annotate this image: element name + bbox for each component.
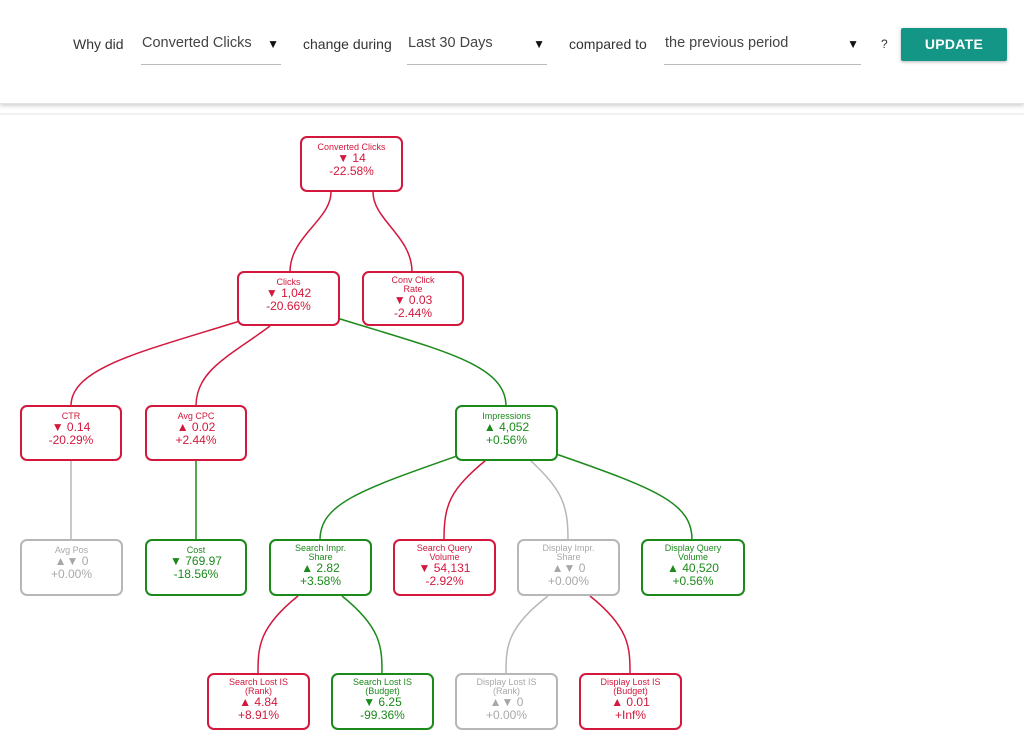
compared-to-label: compared to [569, 36, 647, 52]
node-converted-clicks[interactable]: Converted Clicks ▼ 14 -22.58% [300, 136, 403, 192]
node-percent: +0.56% [485, 433, 528, 447]
node-name: Display Query Volume [664, 543, 722, 562]
node-impressions[interactable]: Impressions ▲ 4,052 +0.56% [455, 405, 558, 461]
node-change: ▼ 0.14 [51, 420, 91, 434]
connector-converted-clicks-to-clicks [289, 191, 332, 273]
node-percent: +0.00% [547, 574, 590, 588]
node-name: Cost [186, 545, 206, 555]
node-name: CTR [61, 411, 81, 421]
divider [0, 113, 1024, 115]
node-name: Clicks [276, 277, 301, 287]
help-icon[interactable]: ? [881, 37, 888, 51]
node-change: ▼ 1,042 [265, 286, 312, 300]
period-select[interactable]: Last 30 Days ▼ [407, 28, 547, 65]
node-change: ▼ 54,131 [418, 561, 471, 575]
node-name: Display Lost IS (Rank) [476, 677, 537, 696]
node-percent: -18.56% [173, 567, 219, 581]
node-clicks[interactable]: Clicks ▼ 1,042 -20.66% [237, 271, 340, 326]
connector-converted-clicks-to-conv-click-rate [372, 191, 413, 273]
node-percent: +2.44% [175, 433, 217, 447]
connector-impressions-to-search-query-volume [443, 459, 487, 541]
node-change: ▲ 2.82 [301, 561, 340, 575]
node-change: ▲▼ 0 [489, 695, 524, 709]
node-percent: -20.29% [48, 433, 94, 447]
baseline-select-value: the previous period [665, 35, 789, 51]
node-percent: +0.00% [485, 708, 528, 722]
connector-impressions-to-search-impr-share [319, 455, 458, 541]
node-name: Display Impr. Share [542, 543, 595, 562]
node-percent: -22.58% [329, 164, 374, 178]
node-name: Search Lost IS (Budget) [352, 677, 413, 696]
connector-dis-to-display-lost-rank [505, 595, 549, 675]
node-change: ▲ 0.01 [611, 695, 650, 709]
node-change: ▲ 4.84 [239, 695, 278, 709]
update-button[interactable]: UPDATE [901, 28, 1007, 61]
node-percent: -20.66% [266, 299, 311, 313]
period-select-value: Last 30 Days [408, 35, 493, 51]
node-change: ▲ 0.02 [176, 420, 216, 434]
metric-select[interactable]: Converted Clicks ▼ [141, 28, 281, 65]
connector-sis-to-search-lost-budget [341, 595, 383, 675]
connector-clicks-to-impressions [336, 317, 507, 407]
node-name: Search Impr. Share [294, 543, 347, 562]
node-change: ▼ 769.97 [170, 554, 222, 568]
node-conv-click-rate[interactable]: Conv Click Rate ▼ 0.03 -2.44% [362, 271, 464, 326]
node-ctr[interactable]: CTR ▼ 0.14 -20.29% [20, 405, 122, 461]
node-search-lost-is-rank[interactable]: Search Lost IS (Rank) ▲ 4.84 +8.91% [207, 673, 310, 730]
node-search-lost-is-budget[interactable]: Search Lost IS (Budget) ▼ 6.25 -99.36% [331, 673, 434, 730]
connector-clicks-to-avg-cpc [195, 325, 271, 407]
dropdown-arrow-icon: ▼ [533, 37, 545, 51]
connector-dis-to-display-lost-budget [589, 595, 631, 675]
node-name: Search Query Volume [416, 543, 473, 562]
connector-impressions-to-display-impr-share [529, 459, 569, 541]
node-avg-pos[interactable]: Avg Pos ▲▼ 0 +0.00% [20, 539, 123, 596]
node-change: ▼ 6.25 [363, 695, 402, 709]
node-name: Avg CPC [177, 411, 215, 421]
node-display-lost-is-budget[interactable]: Display Lost IS (Budget) ▲ 0.01 +Inf% [579, 673, 682, 730]
node-change: ▼ 14 [337, 151, 366, 165]
node-percent: +8.91% [237, 708, 280, 722]
node-change: ▲ 4,052 [483, 420, 530, 434]
node-name: Avg Pos [54, 545, 89, 555]
node-search-impr-share[interactable]: Search Impr. Share ▲ 2.82 +3.58% [269, 539, 372, 596]
node-display-query-volume[interactable]: Display Query Volume ▲ 40,520 +0.56% [641, 539, 745, 596]
node-percent: -2.92% [425, 574, 464, 588]
metric-select-value: Converted Clicks [142, 35, 252, 51]
node-name: Display Lost IS (Budget) [600, 677, 661, 696]
baseline-select[interactable]: the previous period ▼ [664, 28, 861, 65]
node-display-impr-share[interactable]: Display Impr. Share ▲▼ 0 +0.00% [517, 539, 620, 596]
query-toolbar: Why did Converted Clicks ▼ change during… [0, 0, 1024, 104]
connector-clicks-to-ctr [70, 320, 241, 407]
dropdown-arrow-icon: ▼ [847, 37, 859, 51]
change-during-label: change during [303, 36, 392, 52]
node-change: ▲▼ 0 [54, 554, 89, 568]
node-percent: +0.00% [50, 567, 93, 581]
node-percent: -99.36% [360, 708, 405, 722]
node-name: Search Lost IS (Rank) [228, 677, 289, 696]
node-name: Converted Clicks [317, 142, 386, 152]
connector-impressions-to-display-query-volume [555, 453, 693, 541]
node-search-query-volume[interactable]: Search Query Volume ▼ 54,131 -2.92% [393, 539, 496, 596]
node-percent: -2.44% [393, 306, 433, 320]
connector-sis-to-search-lost-rank [257, 595, 299, 675]
node-change: ▲ 40,520 [667, 561, 719, 575]
node-display-lost-is-rank[interactable]: Display Lost IS (Rank) ▲▼ 0 +0.00% [455, 673, 558, 730]
node-percent: +0.56% [672, 574, 714, 588]
node-name: Impressions [482, 411, 531, 421]
node-percent: +Inf% [614, 708, 647, 722]
node-change: ▲▼ 0 [551, 561, 586, 575]
node-avg-cpc[interactable]: Avg CPC ▲ 0.02 +2.44% [145, 405, 247, 461]
node-change: ▼ 0.03 [393, 293, 433, 307]
node-cost[interactable]: Cost ▼ 769.97 -18.56% [145, 539, 247, 596]
why-did-label: Why did [73, 36, 124, 52]
dropdown-arrow-icon: ▼ [267, 37, 279, 51]
node-percent: +3.58% [299, 574, 342, 588]
node-name: Conv Click Rate [391, 275, 435, 294]
